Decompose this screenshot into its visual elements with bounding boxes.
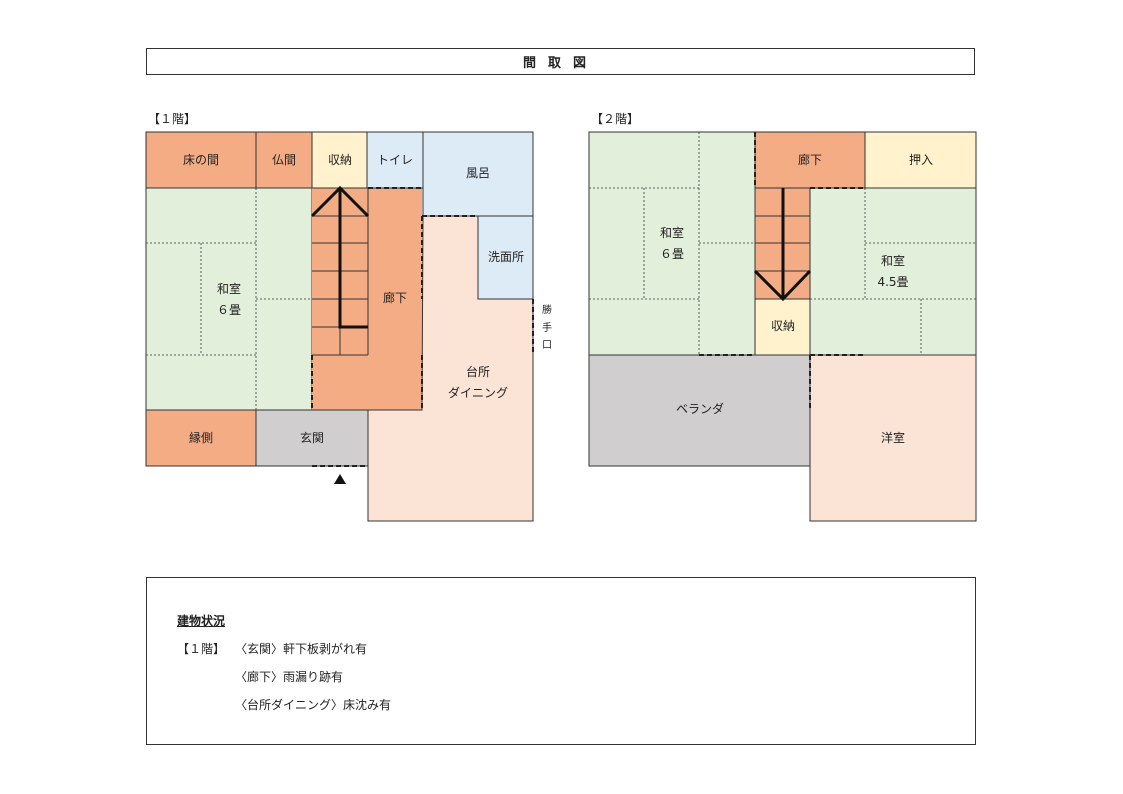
f1-label-tokonoma: 床の間 <box>183 153 219 167</box>
f1-shuno <box>311 131 368 189</box>
f1-butsuma <box>255 131 313 189</box>
f2-label-veranda: ベランダ <box>676 401 724 416</box>
f1-openings <box>311 187 534 467</box>
f1-tokonoma <box>145 131 257 189</box>
notes-heading: 建物状況 <box>177 614 226 628</box>
f2-shuno <box>754 298 811 356</box>
f2-tatami-lines <box>589 132 976 355</box>
f1-label-furo: 風呂 <box>466 166 490 180</box>
f1-washitsu-area <box>145 187 313 411</box>
f1-stair-arrow-icon <box>310 185 370 329</box>
f1-label-kattekuchi-2: 手 <box>542 321 552 334</box>
f2-label-oshiire: 押入 <box>909 153 933 167</box>
note-item: 〈台所ダイニング〉床沈み有 <box>235 698 392 712</box>
f1-label-kattekuchi-3: 口 <box>542 340 552 351</box>
floor2-label: 【２階】 <box>591 112 640 126</box>
page-title: 間取図 <box>146 48 975 75</box>
floor2-plan <box>588 131 977 522</box>
f1-label-kattekuchi-1: 勝 <box>542 303 552 316</box>
f1-label-butsuma: 仏間 <box>272 153 296 167</box>
f1-label-washitsu-size: ６畳 <box>217 303 241 317</box>
f1-label-washitsu: 和室 <box>217 281 241 296</box>
f1-label-senmen: 洗面所 <box>488 250 524 264</box>
f2-label-yoshitsu: 洋室 <box>881 430 905 445</box>
f1-tatami-lines <box>146 188 312 410</box>
f1-label-shuno: 収納 <box>328 153 352 167</box>
f2-label-washitsu-a-size: ６畳 <box>660 247 684 261</box>
f2-label-shuno: 収納 <box>771 319 795 333</box>
f1-label-engawa: 縁側 <box>189 430 213 445</box>
f2-veranda <box>588 354 811 467</box>
f2-washitsu-a <box>588 131 756 356</box>
entrance-triangle-icon <box>334 474 346 484</box>
f1-engawa <box>145 409 257 467</box>
floor-plan: 床の間 仏間 収納 トイレ 風呂 洗面所 和室 ６畳 廊下 勝 手 口 台所 ダ… <box>145 131 977 522</box>
f2-label-washitsu-b: 和室 <box>881 253 905 268</box>
floor1-plan <box>145 131 534 522</box>
f1-label-daidokoro: 台所 <box>466 364 490 379</box>
f1-label-dining: ダイニング <box>448 385 508 400</box>
f1-label-toilet: トイレ <box>377 153 413 167</box>
f2-stair-arrow-icon <box>753 188 812 302</box>
f2-oshiire <box>864 131 977 189</box>
f2-washitsu-b <box>809 187 977 356</box>
note-item: 〈廊下〉雨漏り跡有 <box>235 670 344 684</box>
notes-floor-label: 【１階】 <box>177 642 226 656</box>
f2-yoshitsu <box>809 354 977 522</box>
f2-label-roka: 廊下 <box>798 152 822 167</box>
f1-toilet <box>366 131 424 189</box>
building-condition-panel: 建物状況 【１階】 〈玄関〉軒下板剥がれ有 〈廊下〉雨漏り跡有 〈台所ダイニング… <box>146 577 976 745</box>
f2-openings <box>699 132 865 410</box>
f2-label-washitsu-b-size: 4.5畳 <box>877 275 908 289</box>
f2-label-washitsu-a: 和室 <box>660 225 684 240</box>
f1-genkan <box>255 409 369 467</box>
f1-label-roka: 廊下 <box>383 290 407 305</box>
floor1-label: 【１階】 <box>148 112 197 126</box>
f1-label-genkan: 玄関 <box>300 430 324 445</box>
note-item: 〈玄関〉軒下板剥がれ有 <box>235 642 368 656</box>
